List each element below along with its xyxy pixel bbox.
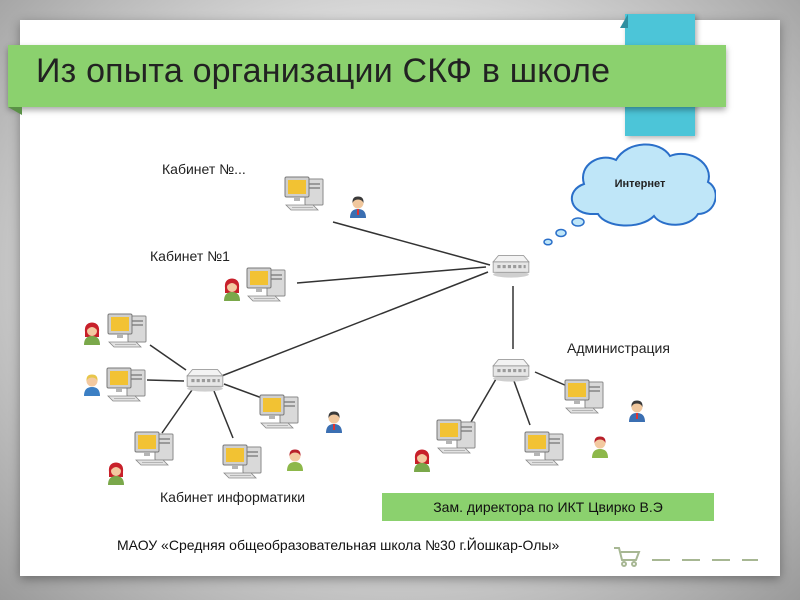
label-cs-room: Кабинет информатики <box>160 489 305 505</box>
computer-icon <box>134 431 174 466</box>
cloud-bubble-2 <box>555 228 567 238</box>
label-cabinet-1: Кабинет №1 <box>150 248 230 264</box>
cart-icon <box>614 547 641 561</box>
caption-box: Зам. директора по ИКТ Цвирко В.Э <box>382 493 714 521</box>
label-administration: Администрация <box>567 340 670 356</box>
link-cs-room <box>218 271 489 378</box>
slide-title: Из опыта организации СКФ в школе <box>36 52 611 90</box>
title-bar <box>8 45 726 107</box>
user-icon <box>224 278 240 301</box>
user-icon <box>108 462 124 485</box>
computer-icon <box>564 379 604 414</box>
cloud-icon <box>571 143 716 227</box>
caption-text: Зам. директора по ИКТ Цвирко В.Э <box>433 499 663 515</box>
network-switch-icon <box>186 369 224 392</box>
computer-icon <box>106 367 146 402</box>
decor-nav-icons <box>614 547 758 567</box>
computer-icon <box>259 394 299 429</box>
computer-icon <box>222 444 262 479</box>
network-diagram: Интернет Кабинет №... Кабинет №1 Кабинет… <box>80 143 716 521</box>
user-icon <box>414 449 430 472</box>
link-cs-pc-4 <box>213 390 234 439</box>
link-cs-pc-1 <box>149 344 187 371</box>
link-adm-pc-3 <box>534 371 568 387</box>
internet-label: Интернет <box>615 178 666 190</box>
computer-icon <box>107 313 147 348</box>
link-cs-pc-5 <box>223 383 263 399</box>
user-icon <box>84 322 100 345</box>
network-links <box>146 221 568 439</box>
title-fold <box>8 107 22 115</box>
computer-icon <box>284 176 324 211</box>
decor-teal-fold <box>620 14 628 28</box>
footer-text: МАОУ «Средняя общеобразовательная школа … <box>117 537 560 553</box>
cloud-bubble-1 <box>571 217 585 227</box>
computer-icon <box>524 431 564 466</box>
computer-icon <box>246 267 286 302</box>
cart-wheel-icon <box>621 561 627 567</box>
link-adm-pc-2 <box>513 380 531 426</box>
link-cs-pc-2 <box>146 379 185 382</box>
network-switch-icon <box>492 359 530 382</box>
cloud-bubble-3 <box>543 238 553 246</box>
label-cabinet-n: Кабинет №... <box>162 161 246 177</box>
link-cabinet-1 <box>296 266 487 284</box>
cart-wheel-icon <box>631 561 637 567</box>
internet-cloud: Интернет <box>543 143 716 246</box>
link-adm-pc-1 <box>470 378 497 423</box>
link-cabinet-n <box>332 221 491 266</box>
link-cs-pc-3 <box>161 389 193 434</box>
computer-icon <box>436 419 476 454</box>
network-switch-icon <box>492 255 530 278</box>
